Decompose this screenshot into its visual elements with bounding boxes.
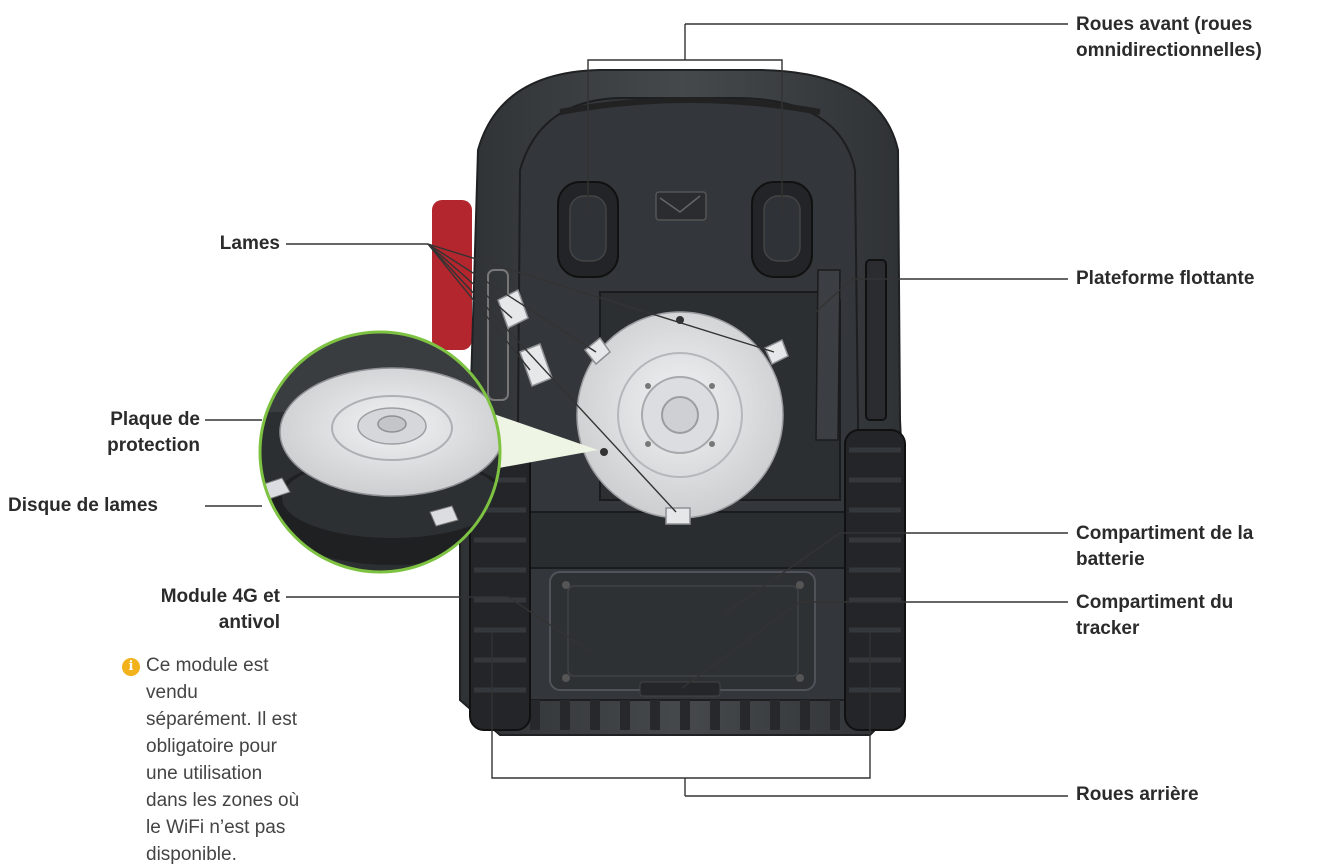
label-floating-platform: Plateforme flottante — [1076, 268, 1255, 289]
label-blade-disc: Disque de lames — [8, 495, 158, 516]
label-module-4g-line2: antivol — [218, 612, 280, 633]
label-protection-plate: Plaque de protection — [60, 407, 200, 459]
front-wheel-right — [751, 181, 813, 278]
label-battery-compartment: Compartiment de la batterie — [1076, 521, 1253, 573]
mower-diagram — [205, 23, 1068, 797]
module-note: Ce module est vendu séparément. Il est o… — [146, 655, 300, 865]
protection-plate — [576, 311, 784, 519]
label-tracker-line1: Compartiment du — [1076, 592, 1234, 613]
label-module-4g-line1: Module 4G et — [160, 586, 280, 607]
label-tracker-compartment: Compartiment du tracker — [1076, 590, 1233, 642]
label-front-wheels: Roues avant (roues omnidirectionnelles) — [1076, 12, 1262, 64]
blades — [497, 288, 789, 525]
label-rear-wheels: Roues arrière — [1076, 784, 1199, 805]
label-front-wheels-line2: omnidirectionnelles) — [1076, 40, 1262, 61]
label-battery-line2: batterie — [1076, 549, 1145, 570]
label-blades: Lames — [219, 233, 280, 254]
label-front-wheels-line1: Roues avant (roues — [1076, 14, 1253, 35]
label-module-4g: Module 4G et antivol — [100, 584, 280, 636]
label-battery-line1: Compartiment de la — [1076, 523, 1254, 544]
rear-wheel-right — [844, 429, 906, 731]
callout-lines — [205, 23, 1068, 797]
label-protection-plate-line2: protection — [107, 435, 200, 456]
info-icon: i — [122, 658, 140, 676]
label-protection-plate-line1: Plaque de — [110, 409, 200, 430]
zoom-inset — [258, 330, 598, 574]
label-tracker-line2: tracker — [1076, 618, 1140, 639]
